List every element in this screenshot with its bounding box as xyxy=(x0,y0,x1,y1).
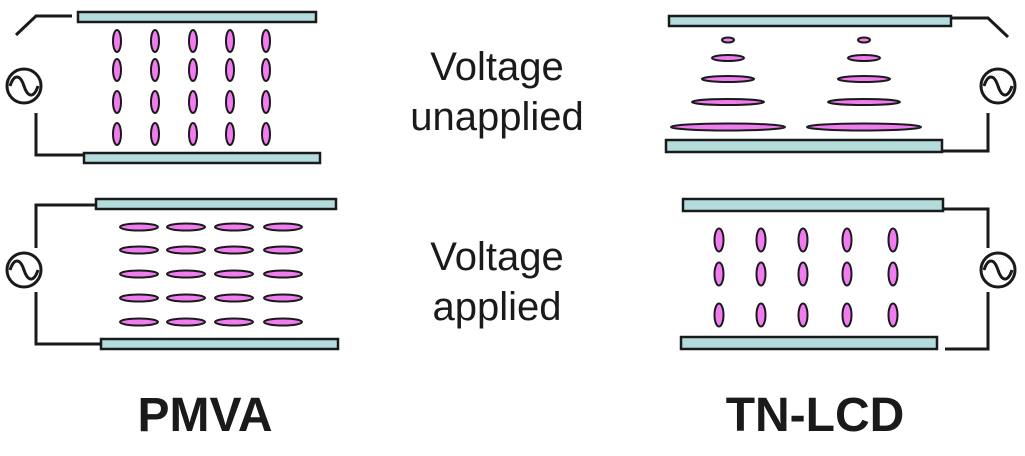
lc-molecule xyxy=(166,293,206,303)
ac-source-icon xyxy=(5,251,43,289)
top-plate xyxy=(76,10,318,24)
lc-molecule xyxy=(691,98,765,106)
lc-molecule xyxy=(166,222,206,232)
lc-molecule xyxy=(112,58,122,82)
lc-molecule xyxy=(827,98,901,106)
lc-molecule xyxy=(847,54,881,62)
lc-molecule xyxy=(214,245,254,255)
lc-molecule xyxy=(263,245,303,255)
circuit-wire xyxy=(34,203,102,346)
lc-molecule xyxy=(214,222,254,232)
lc-molecule xyxy=(225,90,235,114)
lc-molecule xyxy=(150,29,160,53)
liquid-crystal-molecules xyxy=(119,222,303,327)
bottom-plate xyxy=(679,335,939,351)
top-plate xyxy=(681,197,945,213)
lc-molecule xyxy=(166,245,206,255)
circuit-wire xyxy=(942,16,1010,153)
circuit-wire xyxy=(14,14,85,157)
top-plate xyxy=(94,197,338,211)
lc-molecule xyxy=(214,293,254,303)
pmva-unapplied-cell xyxy=(5,10,322,165)
lc-molecule xyxy=(119,245,159,255)
lc-molecule xyxy=(755,227,767,253)
lc-molecule xyxy=(188,90,198,114)
lc-molecule xyxy=(670,122,786,132)
tn-applied-cell xyxy=(679,197,1017,351)
lc-molecule xyxy=(887,261,899,287)
lc-molecule xyxy=(841,261,853,287)
lc-molecule xyxy=(225,29,235,53)
lc-molecule xyxy=(112,122,122,146)
lc-molecule xyxy=(225,58,235,82)
lc-molecule xyxy=(225,122,235,146)
lc-molecule xyxy=(261,58,271,82)
lc-molecule xyxy=(857,36,871,44)
lc-molecule xyxy=(713,261,725,287)
top-plate xyxy=(667,14,953,28)
lc-molecule xyxy=(261,90,271,114)
ac-source-icon xyxy=(5,67,43,105)
bottom-plate xyxy=(82,151,322,165)
lc-molecule xyxy=(112,29,122,53)
lc-molecule xyxy=(841,227,853,253)
lc-molecule xyxy=(261,122,271,146)
bottom-plate xyxy=(664,138,944,154)
lc-molecule xyxy=(797,302,809,328)
lc-molecule xyxy=(887,302,899,328)
lc-molecule xyxy=(188,58,198,82)
lc-molecule xyxy=(887,227,899,253)
lc-molecule xyxy=(755,302,767,328)
lc-molecule xyxy=(713,302,725,328)
lc-molecule xyxy=(263,317,303,327)
lc-molecule xyxy=(261,29,271,53)
lc-molecule xyxy=(119,317,159,327)
lc-molecule xyxy=(119,293,159,303)
lc-molecule xyxy=(797,261,809,287)
tn-unapplied-cell xyxy=(664,14,1017,154)
liquid-crystal-molecules xyxy=(112,29,271,146)
lc-molecule xyxy=(188,122,198,146)
lc-molecule xyxy=(721,36,735,44)
lc-molecule xyxy=(119,222,159,232)
lc-molecule xyxy=(214,317,254,327)
bottom-plate xyxy=(99,337,340,351)
lc-molecule xyxy=(797,227,809,253)
lc-molecule xyxy=(150,122,160,146)
pmva-applied-cell xyxy=(5,197,340,351)
lc-molecule xyxy=(150,58,160,82)
lc-molecule xyxy=(263,293,303,303)
lc-molecule xyxy=(214,269,254,279)
lc-molecule xyxy=(150,90,160,114)
lc-molecule xyxy=(166,317,206,327)
ac-source-icon xyxy=(979,67,1017,105)
lc-molecule xyxy=(166,269,206,279)
lc-molecule xyxy=(112,90,122,114)
lc-molecule xyxy=(701,75,755,83)
lc-molecule xyxy=(711,54,745,62)
lc-molecule xyxy=(755,261,767,287)
lc-molecule xyxy=(119,269,159,279)
lc-molecule xyxy=(263,269,303,279)
pmva-title: PMVA xyxy=(137,389,273,442)
circuit-wire xyxy=(943,207,990,351)
voltage-unapplied-label: Voltage unapplied xyxy=(410,45,584,139)
lc-molecule xyxy=(841,302,853,328)
lc-molecule xyxy=(188,29,198,53)
tn-lcd-title: TN-LCD xyxy=(725,389,905,442)
liquid-crystal-molecules xyxy=(670,36,922,132)
lc-molecule xyxy=(713,227,725,253)
lc-molecule xyxy=(263,222,303,232)
lc-molecule xyxy=(806,122,922,132)
ac-source-icon xyxy=(979,251,1017,289)
liquid-crystal-molecules xyxy=(713,227,899,328)
voltage-applied-label: Voltage applied xyxy=(430,235,564,329)
lc-molecule xyxy=(837,75,891,83)
